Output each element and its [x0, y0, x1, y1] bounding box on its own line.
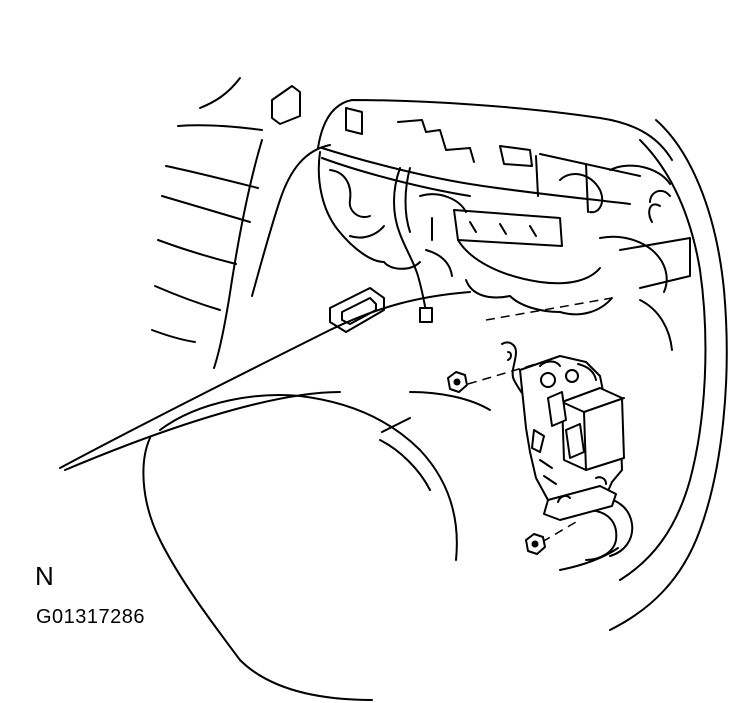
install-line-lower [541, 521, 577, 543]
install-line-top [485, 297, 613, 321]
wire-harness [393, 167, 433, 323]
view-label: N [35, 561, 54, 591]
door-opening [559, 119, 728, 631]
dashboard-top [317, 99, 673, 223]
figure-code: G01317286 [36, 606, 146, 628]
windshield-lines [151, 77, 263, 343]
nut-lower [525, 533, 546, 555]
seat-outline [59, 291, 491, 701]
panel-left-end [251, 144, 331, 297]
module-with-bracket [501, 341, 625, 521]
pillar-switch [271, 85, 301, 125]
a-pillar-trim [213, 139, 263, 369]
wire-harness-connector [419, 307, 433, 323]
install-line-upper [467, 363, 537, 385]
under-dash-components [317, 151, 691, 351]
nut-upper [447, 371, 468, 393]
